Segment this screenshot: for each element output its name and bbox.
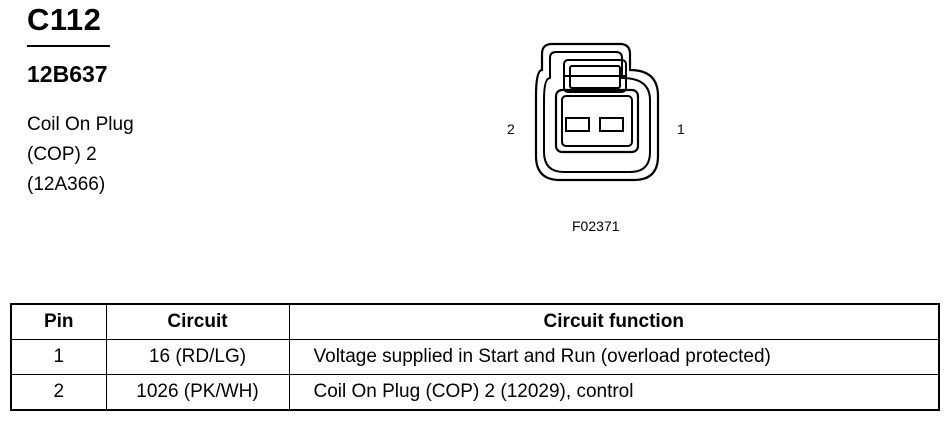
terminal-cavity-pin-1 bbox=[599, 117, 624, 132]
cell-pin: 2 bbox=[10, 374, 107, 411]
connector-outer-body bbox=[534, 42, 660, 182]
description-line-3: (12A366) bbox=[27, 174, 106, 195]
table-header-row: Pin Circuit Circuit function bbox=[10, 303, 940, 340]
terminal-housing-inner bbox=[561, 95, 633, 147]
part-number: 12B637 bbox=[27, 61, 108, 87]
connector-face-diagram bbox=[534, 42, 660, 182]
pin-table: Pin Circuit Circuit function 1 16 (RD/LG… bbox=[10, 303, 940, 411]
header-pin: Pin bbox=[10, 303, 107, 340]
cell-pin: 1 bbox=[10, 339, 107, 375]
pin-label-right: 1 bbox=[677, 121, 685, 137]
cell-circuit-function: Coil On Plug (COP) 2 (12029), control bbox=[288, 374, 940, 411]
connector-inner-outline bbox=[543, 51, 651, 173]
terminal-housing-outer bbox=[554, 88, 640, 154]
cell-circuit-function: Voltage supplied in Start and Run (overl… bbox=[288, 339, 940, 375]
table-row: 2 1026 (PK/WH) Coil On Plug (COP) 2 (120… bbox=[10, 374, 940, 411]
description-line-1: Coil On Plug bbox=[27, 114, 134, 135]
description-line-2: (COP) 2 bbox=[27, 144, 97, 165]
header-circuit-function: Circuit function bbox=[288, 303, 940, 340]
terminal-cavity-pin-2 bbox=[565, 117, 590, 132]
pin-label-left: 2 bbox=[507, 121, 515, 137]
connector-id-underline bbox=[27, 45, 110, 47]
cell-circuit: 1026 (PK/WH) bbox=[105, 374, 290, 411]
connector-id: C112 bbox=[27, 2, 102, 37]
header-circuit: Circuit bbox=[105, 303, 290, 340]
table-row: 1 16 (RD/LG) Voltage supplied in Start a… bbox=[10, 339, 940, 375]
cell-circuit: 16 (RD/LG) bbox=[105, 339, 290, 375]
figure-code: F02371 bbox=[572, 218, 620, 234]
